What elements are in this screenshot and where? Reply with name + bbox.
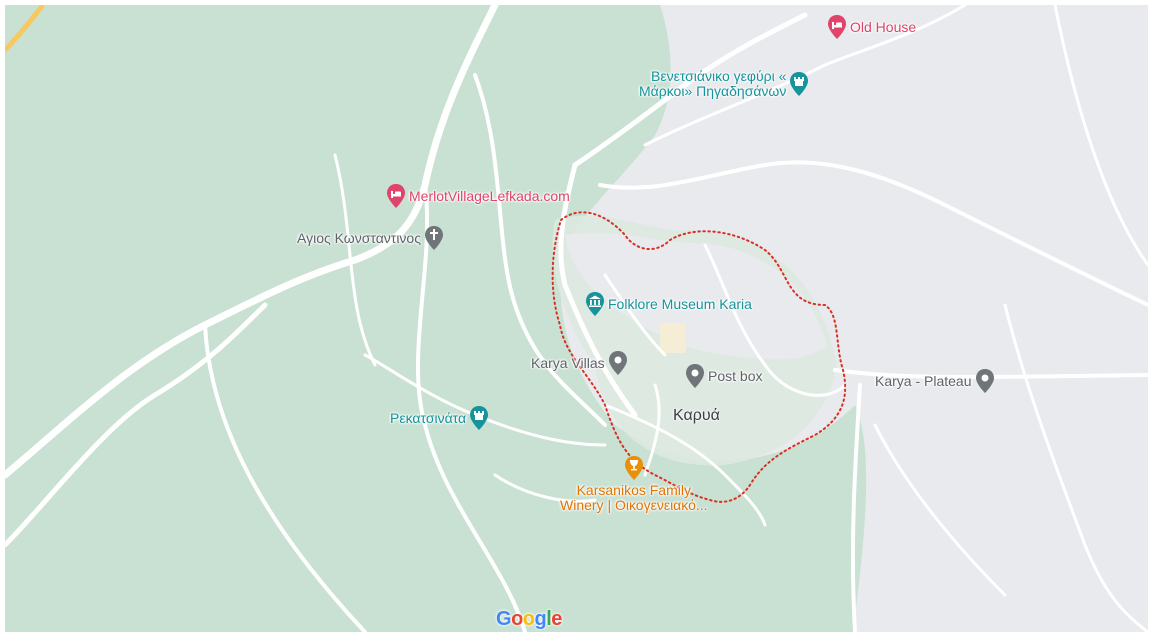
map-canvas[interactable]: Old House Βενετσιάνικο γεφύρι « Μάρκοι» … <box>5 5 1148 632</box>
pin-icon <box>686 364 704 388</box>
poi-merlot-village[interactable]: MerlotVillageLefkada.com <box>386 183 570 209</box>
label-line-1: Βενετσιάνικο γεφύρι « <box>651 68 787 84</box>
forest-area <box>5 5 867 632</box>
tower-icon <box>790 72 809 96</box>
poi-rekatsinata[interactable]: Ρεκατσινάτα <box>390 405 489 431</box>
village-boundary <box>551 211 847 503</box>
bed-icon <box>387 184 405 208</box>
tower-icon <box>470 406 489 430</box>
label-line-1: Karsanikos Family <box>576 482 691 498</box>
poi-label: Karsanikos Family Winery | Οικογενειακό.… <box>560 483 708 513</box>
town-label-karya: Καρυά <box>673 407 720 424</box>
cross-icon <box>424 226 443 250</box>
sand-patch <box>660 323 686 353</box>
poi-label: Ρεκατσινάτα <box>390 409 467 426</box>
urban-area <box>565 232 827 360</box>
poi-karya-plateau[interactable]: Karya - Plateau <box>875 368 995 394</box>
label-line-2: Winery | Οικογενειακό... <box>560 497 708 513</box>
poi-label: Old House <box>850 18 917 35</box>
map-base-layer <box>5 5 1148 632</box>
museum-icon <box>586 292 604 316</box>
poi-post-box[interactable]: Post box <box>685 363 762 389</box>
poi-folklore-museum[interactable]: Folklore Museum Karia <box>585 291 752 317</box>
pin-icon <box>975 369 994 393</box>
poi-label: Karya - Plateau <box>875 372 972 389</box>
poi-agios-konstantinos[interactable]: Αγιος Κωνσταντινος <box>297 225 444 251</box>
highway <box>5 5 45 52</box>
poi-label: Post box <box>708 367 763 384</box>
label-line-2: Μάρκοι» Πηγαδησάνων <box>639 83 787 99</box>
wine-glass-icon <box>624 456 643 480</box>
pin-icon <box>608 351 627 375</box>
poi-karsanikos-winery[interactable]: Karsanikos Family Winery | Οικογενειακό.… <box>560 455 708 513</box>
poi-karya-villas[interactable]: Karya Villas <box>531 350 628 376</box>
poi-label: MerlotVillageLefkada.com <box>409 187 570 204</box>
google-logo: Google <box>496 608 562 630</box>
poi-old-house[interactable]: Old House <box>827 14 916 40</box>
roads <box>5 5 1148 632</box>
poi-label: Karya Villas <box>531 354 605 371</box>
poi-label: Βενετσιάνικο γεφύρι « Μάρκοι» Πηγαδησάνω… <box>639 69 786 99</box>
poi-label: Folklore Museum Karia <box>608 295 752 312</box>
poi-venetian-bridge[interactable]: Βενετσιάνικο γεφύρι « Μάρκοι» Πηγαδησάνω… <box>639 69 809 99</box>
bed-icon <box>828 15 846 39</box>
poi-label: Αγιος Κωνσταντινος <box>297 229 421 246</box>
